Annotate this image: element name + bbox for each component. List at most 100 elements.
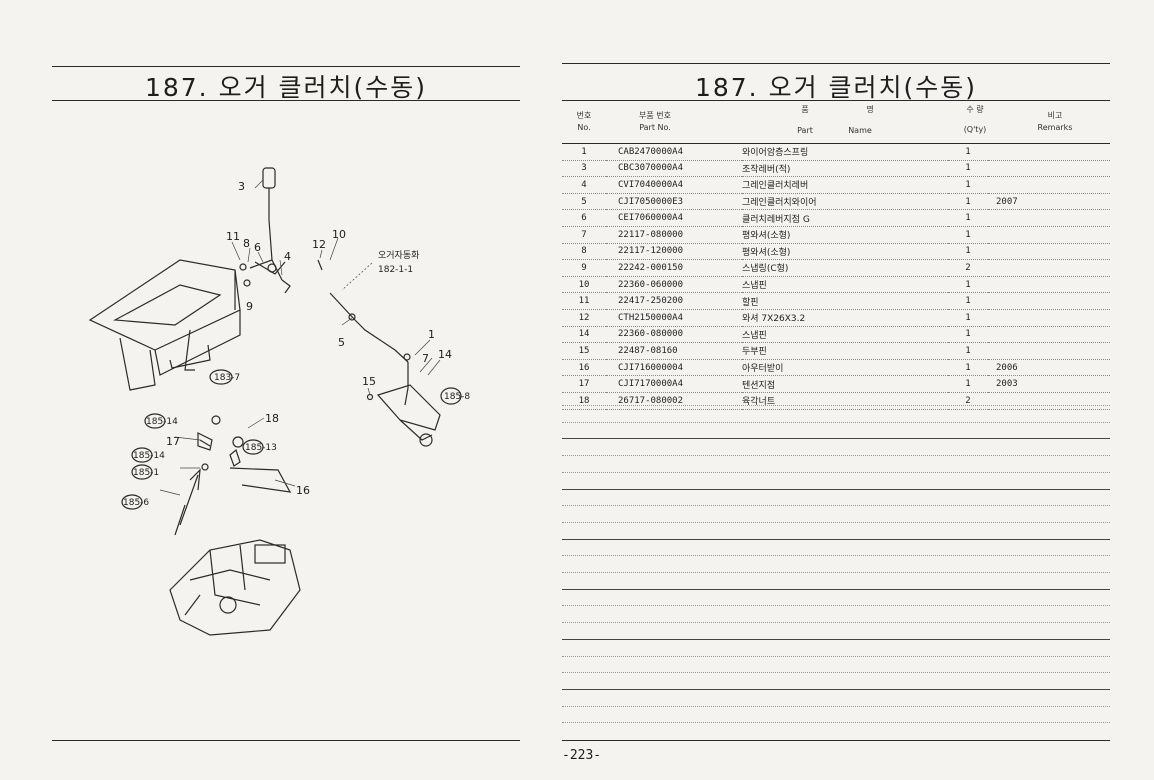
cell-no: 7 [562,226,606,244]
blank-row-line [562,438,1110,440]
cell-no: 14 [562,326,606,344]
cell-part-name: 스냅핀 [742,276,948,294]
cell-part-name: 육각너트 [742,392,948,410]
cell-qty: 1 [948,276,988,294]
cell-part-no: CJI716000004 [606,359,742,377]
ref-185-8: 185-8 [444,392,470,402]
cell-remarks [988,292,1110,310]
cell-remarks [988,226,1110,244]
callout-14: 14 [438,348,452,361]
cell-remarks [988,176,1110,194]
cell-remarks [988,144,1110,161]
cell-qty: 1 [948,209,988,227]
blank-row-line [562,638,1110,640]
cell-qty: 1 [948,292,988,310]
cell-part-name: 조작레버(적) [742,160,948,178]
cell-remarks [988,259,1110,277]
cell-no: 15 [562,342,606,360]
cell-part-name: 그레인클러치레버 [742,176,948,194]
callout-15: 15 [362,375,376,388]
cell-part-no: CTH2150000A4 [606,309,742,327]
cell-part-name: 스냅링(C형) [742,259,948,277]
cell-part-name: 텐션지점 [742,375,948,393]
callout-12: 12 [312,238,326,251]
callout-7: 7 [422,352,429,365]
cell-remarks [988,243,1110,261]
cell-part-no: 22487-08160 [606,342,742,360]
right-page-title: 187. 오거 클러치(수동) [694,73,978,102]
cell-qty: 1 [948,342,988,360]
blank-row-line [562,572,1110,573]
cell-part-no: CEI7060000A4 [606,209,742,227]
cell-part-name: 클러치레버지점 G [742,209,948,227]
exploded-parts-diagram: 3 11 8 6 4 9 10 12 1 7 14 5 15 18 17 16 … [88,167,470,636]
ref-185-6: 185-6 [123,498,149,508]
left-page-title: 187. 오거 클러치(수동) [144,73,428,102]
cell-part-no: CJI7170000A4 [606,375,742,393]
cell-no: 8 [562,243,606,261]
right-bottom-rule [562,740,1110,741]
cell-remarks [988,209,1110,227]
blank-row-line [562,471,1110,473]
cell-no: 17 [562,375,606,393]
ref-185-1: 185-1 [133,468,159,478]
cell-no: 1 [562,144,606,161]
cell-part-no: CJI7050000E3 [606,193,742,211]
cell-part-no: CAB2470000A4 [606,144,742,161]
cell-remarks [988,309,1110,327]
cell-part-no: 22117-120000 [606,243,742,261]
split-pin-12 [317,259,323,271]
cell-no: 6 [562,209,606,227]
cell-qty: 1 [948,193,988,211]
callout-16: 16 [296,484,310,497]
header-name-ko-1: 품 [801,105,809,114]
cell-part-name: 그레인클러치와이어 [742,193,948,211]
cell-part-no: CVI7040000A4 [606,176,742,194]
cell-qty: 1 [948,375,988,393]
cell-part-no: 22360-080000 [606,326,742,344]
ref-185-14-b: 185-14 [133,451,165,461]
callout-18: 18 [265,412,279,425]
callout-17: 17 [166,435,180,448]
cell-no: 18 [562,392,606,410]
cell-part-name: 와이어암층스프링 [742,144,948,161]
cell-qty: 1 [948,359,988,377]
callout-6: 6 [254,241,261,254]
callout-10: 10 [332,228,346,241]
callout-9: 9 [246,300,253,313]
cell-part-no: 22117-080000 [606,226,742,244]
right-title-top-rule [562,63,1110,64]
cell-qty: 1 [948,326,988,344]
callout-4: 4 [284,250,291,263]
reference-labels: 183-7 185-8 185-14 185-13 185-14 185-1 1… [123,250,470,508]
cell-no: 16 [562,359,606,377]
cell-qty: 1 [948,243,988,261]
auto-ref-label: 182-1-1 [378,265,413,275]
clutch-wire-cable [329,292,411,406]
blank-row-line [562,488,1110,490]
callout-3: 3 [238,180,245,193]
cell-qty: 2 [948,392,988,410]
header-name-ko-2: 명 [866,105,874,114]
cell-part-name: 할핀 [742,292,948,310]
header-name-en-1: Part [797,126,813,135]
cell-part-name: 평와셔(소형) [742,226,948,244]
blank-row-line [562,605,1110,607]
cell-qty: 2 [948,259,988,277]
page-number: -223- [562,748,602,763]
header-name-en-2: Name [848,126,872,135]
callout-numbers: 3 11 8 6 4 9 10 12 1 7 14 5 15 18 17 16 [166,180,452,497]
blank-row-line [562,722,1110,724]
